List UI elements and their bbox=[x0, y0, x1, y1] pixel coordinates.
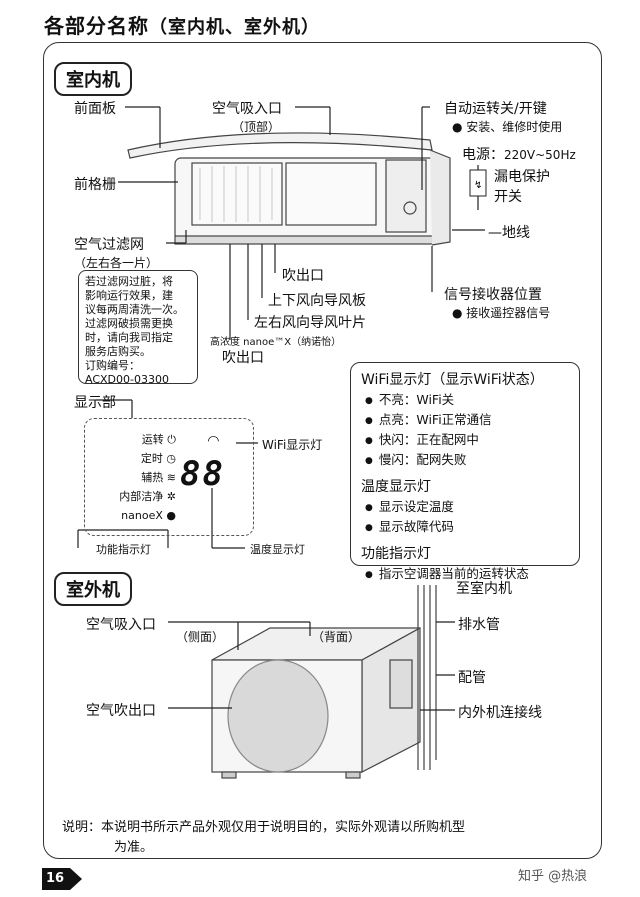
title-main: 各部分名称 bbox=[44, 14, 149, 38]
signal-receiver-note-text: 接收遥控器信号 bbox=[466, 306, 551, 320]
breaker-label-2: 开关 bbox=[494, 189, 522, 205]
signal-receiver-note: ● 接收遥控器信号 bbox=[452, 306, 551, 320]
connection-cable-label: 内外机连接线 bbox=[458, 705, 542, 721]
ground-label: —地线 bbox=[488, 225, 530, 241]
power-label: 电源：220V~50Hz bbox=[462, 144, 576, 164]
func-box-title: 功能指示灯 bbox=[361, 546, 431, 562]
filter-note-line: 过滤网破损需更换 bbox=[85, 317, 173, 330]
list-item: 慢闪：配网失败 bbox=[361, 451, 569, 471]
outdoor-air-inlet-label: 空气吸入口 bbox=[86, 617, 156, 633]
filter-note-line: 议每两周清洗一次。 bbox=[85, 303, 184, 316]
indicator-nanoe-text: nanoeX bbox=[121, 509, 163, 522]
outdoor-unit-drawing bbox=[211, 626, 421, 779]
display-indicator-list: 运转 ⏻ 定时 ◷ 辅热 ≋ 内部洁净 ✲ nanoeX ● bbox=[96, 430, 176, 525]
to-indoor-label: 至室内机 bbox=[456, 581, 512, 597]
auto-switch-note: ● 安装、维修时使用 bbox=[452, 120, 563, 134]
heater-icon: ≋ bbox=[166, 471, 176, 484]
page-badge-shape bbox=[42, 868, 82, 890]
air-inlet-top-label: （顶部） bbox=[232, 120, 281, 134]
func-status-list: 指示空调器当前的运转状态 bbox=[361, 565, 569, 585]
air-filter-sub-label: （左右各一片） bbox=[74, 256, 159, 270]
list-item: 显示故障代码 bbox=[361, 518, 569, 538]
leftright-flap-label: 左右风向导风叶片 bbox=[254, 315, 366, 331]
air-filter-label: 空气过滤网 bbox=[74, 237, 144, 253]
updown-flap-label: 上下风向导风板 bbox=[268, 293, 366, 309]
indicator-nanoe: nanoeX ● bbox=[96, 506, 176, 525]
indicator-heat-text: 辅热 bbox=[141, 471, 164, 484]
display-panel bbox=[84, 418, 254, 536]
power-text: 电源： bbox=[462, 147, 504, 163]
wifi-box-title: WiFi显示灯（显示WiFi状态） bbox=[361, 372, 544, 388]
func-indicator-label: 功能指示灯 bbox=[96, 543, 151, 556]
list-item: 指示空调器当前的运转状态 bbox=[361, 565, 569, 585]
filter-note-line: 订购编号： bbox=[85, 359, 140, 372]
signal-receiver-label: 信号接收器位置 bbox=[444, 287, 542, 303]
svg-text:↯: ↯ bbox=[474, 180, 482, 191]
breaker-icon bbox=[469, 169, 487, 197]
indicator-info-box: WiFi显示灯（显示WiFi状态） 不亮：WiFi关 点亮：WiFi正常通信 快… bbox=[350, 362, 580, 581]
indoor-unit-drawing bbox=[127, 132, 451, 246]
power-value: 220V~50Hz bbox=[504, 148, 576, 162]
page-title: 各部分名称（室内机、室外机） bbox=[44, 10, 320, 39]
outlet-label: 吹出口 bbox=[282, 268, 324, 284]
indicator-run-text: 运转 bbox=[141, 433, 164, 446]
source-credit: 知乎 @热浪 bbox=[518, 869, 588, 884]
filter-note-line: 若过滤网过脏，将 bbox=[85, 275, 173, 288]
front-panel-label: 前面板 bbox=[74, 101, 116, 117]
disclaimer-note: 说明：本说明书所示产品外观仅用于说明目的，实际外观请以所购机型 为准。 bbox=[62, 818, 465, 858]
wifi-indicator-label: WiFi显示灯 bbox=[262, 438, 323, 452]
air-inlet-label: 空气吸入口 bbox=[212, 101, 282, 117]
nanoe-label: 高浓度 nanoe™X（纳诺怡） bbox=[210, 337, 342, 348]
display-section-label: 显示部 bbox=[74, 395, 116, 411]
temp-status-list: 显示设定温度 显示故障代码 bbox=[361, 498, 569, 538]
nanoe-dot-icon: ● bbox=[166, 509, 176, 522]
disclaimer-line: 说明：本说明书所示产品外观仅用于说明目的，实际外观请以所购机型 bbox=[62, 820, 466, 835]
drain-pipe-label: 排水管 bbox=[458, 617, 500, 633]
indicator-clean: 内部洁净 ✲ bbox=[96, 487, 176, 506]
indoor-section-label: 室内机 bbox=[54, 62, 132, 96]
title-sub: （室内机、室外机） bbox=[149, 17, 320, 38]
outdoor-side-label: （侧面） bbox=[176, 630, 225, 644]
disclaimer-line: 为准。 bbox=[114, 840, 154, 855]
temp-indicator-label: 温度显示灯 bbox=[250, 543, 305, 556]
outdoor-back-label: （背面） bbox=[312, 630, 361, 644]
temperature-digits: 88 bbox=[180, 454, 225, 494]
page-number: 16 bbox=[46, 871, 65, 886]
filter-note-line: ACXD00-03300 bbox=[85, 373, 169, 386]
power-icon: ⏻ bbox=[167, 433, 176, 446]
wifi-icon: ◜◝ bbox=[208, 433, 219, 449]
indicator-timer: 定时 ◷ bbox=[96, 449, 176, 468]
temp-box-title: 温度显示灯 bbox=[361, 479, 431, 495]
list-item: 显示设定温度 bbox=[361, 498, 569, 518]
list-item: 不亮：WiFi关 bbox=[361, 391, 569, 411]
piping-label: 配管 bbox=[458, 670, 486, 686]
nanoe-outlet-label: 吹出口 bbox=[222, 350, 264, 366]
indicator-clean-text: 内部洁净 bbox=[119, 490, 164, 503]
ground-text: 地线 bbox=[502, 225, 530, 241]
indicator-run: 运转 ⏻ bbox=[96, 430, 176, 449]
indicator-heat: 辅热 ≋ bbox=[96, 468, 176, 487]
indicator-timer-text: 定时 bbox=[140, 452, 163, 465]
filter-note-line: 影响运行效果，建 bbox=[85, 289, 173, 302]
outdoor-section-label: 室外机 bbox=[54, 572, 132, 606]
filter-note-line: 服务店购买。 bbox=[85, 345, 151, 358]
list-item: 快闪：正在配网中 bbox=[361, 431, 569, 451]
filter-note-line: 时，请向我司指定 bbox=[85, 331, 173, 344]
sparkle-icon: ✲ bbox=[166, 490, 176, 503]
clock-icon: ◷ bbox=[166, 452, 176, 465]
wifi-status-list: 不亮：WiFi关 点亮：WiFi正常通信 快闪：正在配网中 慢闪：配网失败 bbox=[361, 391, 569, 471]
auto-switch-note-text: 安装、维修时使用 bbox=[466, 120, 563, 134]
auto-switch-label: 自动运转关/开键 bbox=[444, 101, 547, 117]
outdoor-air-outlet-label: 空气吹出口 bbox=[86, 703, 156, 719]
content-frame bbox=[43, 42, 602, 859]
filter-note-box: 若过滤网过脏，将 影响运行效果，建 议每两周清洗一次。 过滤网破损需更换 时，请… bbox=[78, 270, 198, 386]
list-item: 点亮：WiFi正常通信 bbox=[361, 411, 569, 431]
breaker-label: 漏电保护 bbox=[494, 169, 550, 185]
front-grille-label: 前格栅 bbox=[74, 177, 116, 193]
